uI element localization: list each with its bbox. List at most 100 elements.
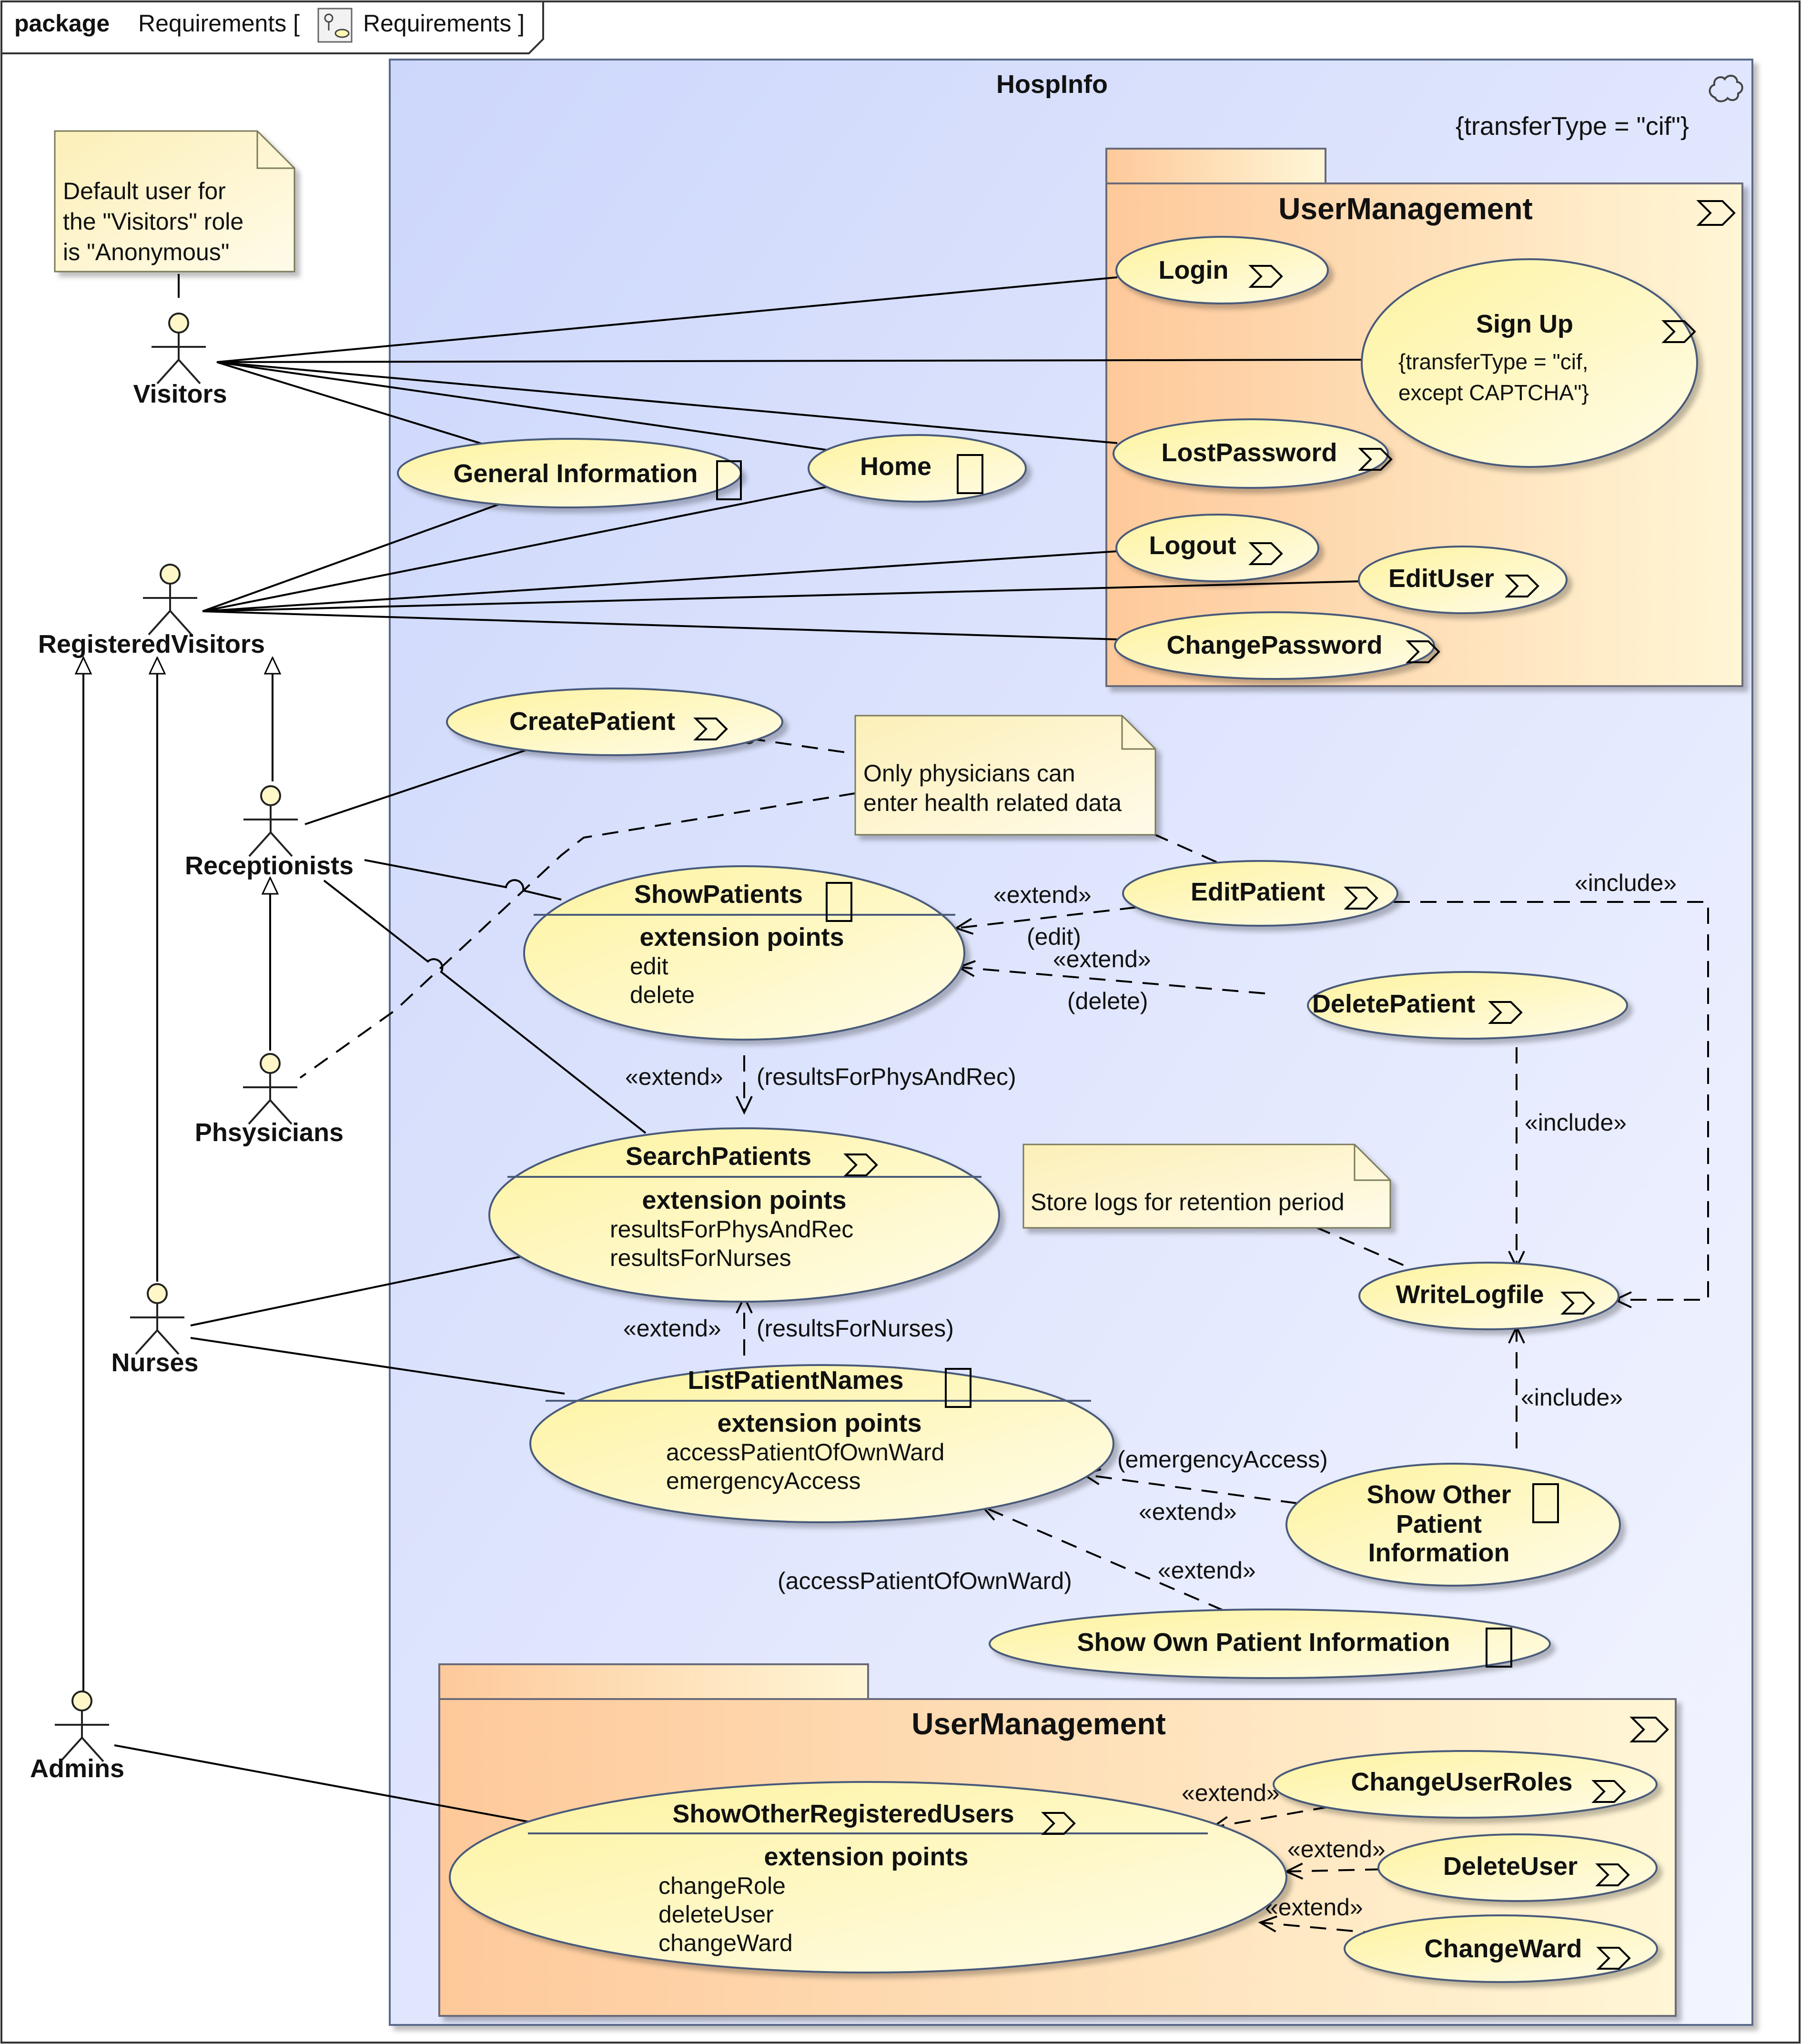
use-case-searchpatients[interactable]: SearchPatients extension points resultsF… xyxy=(488,1127,1000,1303)
page-icon xyxy=(716,460,742,500)
chevron-right-icon xyxy=(1591,1780,1626,1803)
use-case-showotherregisteredusers[interactable]: ShowOtherRegisteredUsers extension point… xyxy=(449,1781,1287,1973)
subsystem-icon xyxy=(1709,74,1743,102)
assoc-registered-home xyxy=(202,484,839,612)
frame-diagram-name: Requirements ] xyxy=(363,10,525,37)
extend-label: «extend» xyxy=(1053,946,1151,972)
chevron-right-icon xyxy=(1505,575,1539,597)
use-case-home[interactable]: Home xyxy=(808,434,1027,503)
use-case-changeward[interactable]: ChangeWard xyxy=(1344,1914,1658,1983)
chevron-right-icon xyxy=(693,718,728,740)
note-line: Only physicians can xyxy=(863,760,1075,787)
assoc-visitors-login xyxy=(216,276,1118,363)
extend-deleteuser-showotherregistered xyxy=(1286,1869,1408,1872)
actor-name: Phsysicians xyxy=(195,1118,344,1147)
chevron-right-icon xyxy=(1248,265,1283,288)
chevron-right-icon xyxy=(1406,640,1440,663)
use-case-deleteuser[interactable]: DeleteUser xyxy=(1377,1833,1658,1902)
page-icon xyxy=(1486,1628,1512,1668)
use-case-editpatient[interactable]: EditPatient xyxy=(1122,860,1398,927)
diagram-type-icon xyxy=(317,8,353,43)
extension-condition-label: (resultsForPhysAndRec) xyxy=(757,1063,1016,1090)
assoc-visitors-generalinfo xyxy=(216,361,491,447)
system-name: HospInfo xyxy=(996,70,1108,99)
use-case-name: ChangeWard xyxy=(1424,1934,1582,1963)
extend-showotherpatient-listpatientnames xyxy=(1084,1475,1297,1504)
actor-receptionists[interactable]: Receptionists xyxy=(185,785,354,880)
use-case-name: Home xyxy=(860,452,931,481)
chevron-right-icon xyxy=(1696,200,1736,226)
extend-label: «extend» xyxy=(993,881,1092,908)
chevron-right-icon xyxy=(1488,1001,1523,1024)
actor-physicians[interactable]: Phsysicians xyxy=(195,1053,344,1147)
use-case-showpatients[interactable]: ShowPatients extension points edit delet… xyxy=(523,865,965,1041)
assoc-receptionists-createpatient xyxy=(304,745,540,825)
use-case-signup[interactable]: Sign Up {transferType = "cif, except CAP… xyxy=(1361,258,1698,468)
extension-point: resultsForNurses xyxy=(610,1245,791,1271)
note-anchor-editpatient xyxy=(1153,833,1218,863)
use-case-writelogfile[interactable]: WriteLogfile xyxy=(1358,1262,1619,1330)
use-case-deletepatient[interactable]: DeletePatient xyxy=(1307,971,1628,1040)
page-icon xyxy=(957,454,983,494)
extension-condition-label: (resultsForNurses) xyxy=(757,1315,954,1342)
include-label: «include» xyxy=(1521,1384,1623,1411)
use-case-show-other-patient-information[interactable]: Show Other Patient Information xyxy=(1285,1463,1621,1587)
chevron-right-icon xyxy=(1596,1947,1631,1970)
actor-name: Visitors xyxy=(133,380,227,408)
chevron-right-icon xyxy=(843,1154,878,1176)
use-case-name: CreatePatient xyxy=(509,707,675,736)
page-icon xyxy=(826,882,852,922)
use-case-changeuserroles[interactable]: ChangeUserRoles xyxy=(1273,1750,1658,1819)
use-case-name: Logout xyxy=(1149,531,1236,560)
use-case-listpatientnames[interactable]: ListPatientNames extension points access… xyxy=(529,1364,1114,1523)
note-line: is "Anonymous" xyxy=(63,239,230,265)
note-physicians: Only physicians can enter health related… xyxy=(854,715,1156,836)
use-case-tag-line: except CAPTCHA"} xyxy=(1398,380,1589,405)
generalizations xyxy=(83,658,273,1691)
use-case-tag-line: {transferType = "cif, xyxy=(1398,349,1589,374)
use-case-edituser[interactable]: EditUser xyxy=(1358,546,1568,614)
extension-condition-label: (accessPatientOfOwnWard) xyxy=(778,1568,1072,1594)
actor-name: Receptionists xyxy=(185,851,354,880)
use-case-name: General Information xyxy=(453,459,698,488)
chevron-right-icon xyxy=(1595,1863,1630,1886)
use-case-name-line: Show Other xyxy=(1366,1480,1511,1509)
chevron-right-icon xyxy=(1358,448,1393,471)
assoc-registered-logout xyxy=(202,550,1118,612)
extend-changeward-showotherregistered xyxy=(1260,1923,1380,1934)
use-case-name: Sign Up xyxy=(1476,310,1573,338)
extend-label: «extend» xyxy=(1265,1894,1363,1921)
actor-registeredvisitors[interactable]: RegisteredVisitors xyxy=(38,564,265,658)
include-label: «include» xyxy=(1575,870,1677,896)
extension-point: delete xyxy=(630,982,695,1008)
actor-stick-figure-icon xyxy=(243,785,298,857)
actor-nurses[interactable]: Nurses xyxy=(111,1283,199,1377)
use-case-createpatient[interactable]: CreatePatient xyxy=(446,688,783,756)
associations xyxy=(114,276,1366,1824)
chevron-right-icon xyxy=(1661,320,1696,343)
use-case-general-information[interactable]: General Information xyxy=(397,438,742,508)
use-case-show-own-patient-information[interactable]: Show Own Patient Information xyxy=(989,1609,1551,1679)
use-case-login[interactable]: Login xyxy=(1115,236,1329,304)
package-name: UserManagement xyxy=(911,1707,1166,1741)
extension-points-header: extension points xyxy=(717,1409,921,1437)
use-case-name: EditUser xyxy=(1388,564,1494,593)
note-anchor-writelogfile xyxy=(1315,1226,1418,1272)
extension-point: accessPatientOfOwnWard xyxy=(666,1439,944,1466)
chevron-right-icon xyxy=(1041,1812,1076,1835)
relation-labels: «extend» (edit) «extend» (delete) «exten… xyxy=(623,870,1677,1921)
use-case-changepassword[interactable]: ChangePassword xyxy=(1114,611,1440,680)
assoc-registered-changepassword xyxy=(202,610,1118,640)
assoc-receptionists-showpatients xyxy=(364,859,562,901)
chevron-right-icon xyxy=(1344,887,1378,910)
actor-stick-figure-icon xyxy=(55,1690,109,1762)
page-icon xyxy=(945,1368,971,1408)
use-case-lostpassword[interactable]: LostPassword xyxy=(1113,418,1393,489)
actor-admins[interactable]: Admins xyxy=(30,1690,124,1783)
note-anchor-physicians xyxy=(299,792,856,1079)
note-anchor-createpatient xyxy=(749,738,856,755)
use-case-logout[interactable]: Logout xyxy=(1115,514,1319,582)
actor-visitors[interactable]: Visitors xyxy=(133,313,227,408)
frame-name: Requirements [ xyxy=(138,10,300,37)
use-case-name: ShowOtherRegisteredUsers xyxy=(672,1800,1014,1828)
